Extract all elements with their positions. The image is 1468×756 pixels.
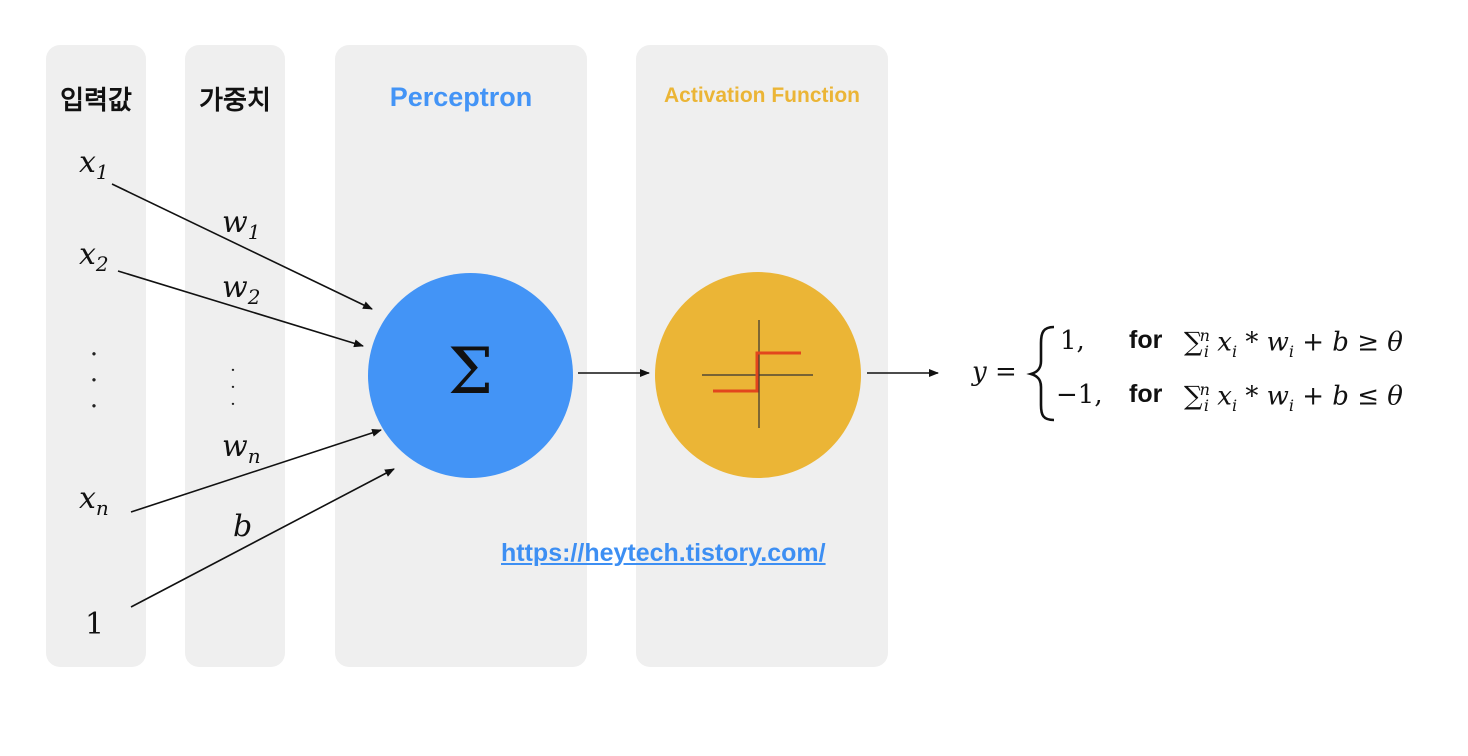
case2-theta: θ <box>1387 381 1403 412</box>
case2-sum-upper: n <box>1199 380 1210 399</box>
case1-x: x <box>1217 327 1232 358</box>
case2-sum-icon: ∑ <box>1184 381 1203 412</box>
input-xn: xn <box>79 481 109 520</box>
case1-plus-b: + b <box>1302 327 1349 358</box>
input-xn-base: x <box>79 481 96 516</box>
weights-header: 가중치 <box>199 85 271 115</box>
case2-sum-lower: i <box>1203 395 1209 415</box>
case1-w-sub: i <box>1288 341 1294 361</box>
case1-value: 1, <box>1060 326 1085 356</box>
input-x1: x1 <box>79 145 109 184</box>
case2-plus-b: + b <box>1302 381 1349 412</box>
perceptron-node <box>368 273 573 478</box>
case2-for: for <box>1129 380 1163 408</box>
weight-bias: b <box>233 509 253 544</box>
case2-times: * <box>1245 381 1259 412</box>
input-x2-sub: 2 <box>95 252 109 276</box>
case1-sum-icon: ∑ <box>1184 327 1203 358</box>
weight-w2: w2 <box>222 270 261 309</box>
weight-w1-base: w <box>222 205 248 240</box>
case2-w: w <box>1266 381 1289 412</box>
input-x2: x2 <box>79 237 109 276</box>
formula-case-2: −1, for ∑ni xi * wi + b ≤ θ <box>1056 380 1403 414</box>
input-x2-base: x <box>79 237 96 272</box>
case1-for: for <box>1129 326 1163 354</box>
case1-sum-upper: n <box>1199 326 1210 345</box>
formula-lhs-text: y = <box>972 357 1017 387</box>
weight-w1: w1 <box>222 205 261 244</box>
inputs-header: 입력값 <box>60 85 132 115</box>
case2-x-sub: i <box>1231 395 1238 415</box>
source-url-link[interactable]: https://heytech.tistory.com/ <box>501 539 826 567</box>
case2-w-sub: i <box>1288 395 1294 415</box>
weight-w2-base: w <box>222 270 248 305</box>
perceptron-header: Perceptron <box>389 82 533 112</box>
weight-w1-sub: 1 <box>247 220 261 244</box>
sigma-icon: Σ <box>447 335 494 409</box>
case1-theta: θ <box>1387 327 1403 358</box>
activation-header: Activation Function <box>664 84 860 107</box>
weight-w2-sub: 2 <box>247 285 261 309</box>
case2-value: −1, <box>1056 380 1103 410</box>
case1-times: * <box>1245 327 1259 358</box>
formula-case-1: 1, for ∑ni xi * wi + b ≥ θ <box>1060 326 1403 360</box>
case1-sum-lower: i <box>1203 341 1209 361</box>
inputs-panel <box>46 45 146 667</box>
weights-panel <box>185 45 285 667</box>
arrow-xn <box>130 429 382 513</box>
weight-wn-base: w <box>222 429 248 464</box>
weight-wn-sub: n <box>247 444 261 468</box>
weight-vdots: ··· <box>230 360 236 415</box>
input-xn-sub: n <box>95 496 109 520</box>
arrow-x1 <box>111 183 373 310</box>
case1-x-sub: i <box>1231 341 1238 361</box>
input-x1-sub: 1 <box>95 160 109 184</box>
formula-brace <box>1026 325 1055 422</box>
case2-x: x <box>1217 381 1232 412</box>
arrow-bias <box>130 468 395 608</box>
input-x1-base: x <box>79 145 96 180</box>
bias-input: 1 <box>85 607 105 642</box>
case2-condition: ∑ni xi * wi + b ≤ θ <box>1184 382 1403 414</box>
case1-geq: ≥ <box>1357 327 1380 358</box>
case1-condition: ∑ni xi * wi + b ≥ θ <box>1184 328 1403 360</box>
case1-w: w <box>1266 327 1289 358</box>
case2-leq: ≤ <box>1357 381 1380 412</box>
input-vdots: ··· <box>89 340 99 422</box>
formula-lhs: y = <box>972 359 1017 385</box>
weight-wn: wn <box>222 429 261 468</box>
step-function-icon <box>713 351 801 393</box>
arrow-x2 <box>117 270 364 348</box>
